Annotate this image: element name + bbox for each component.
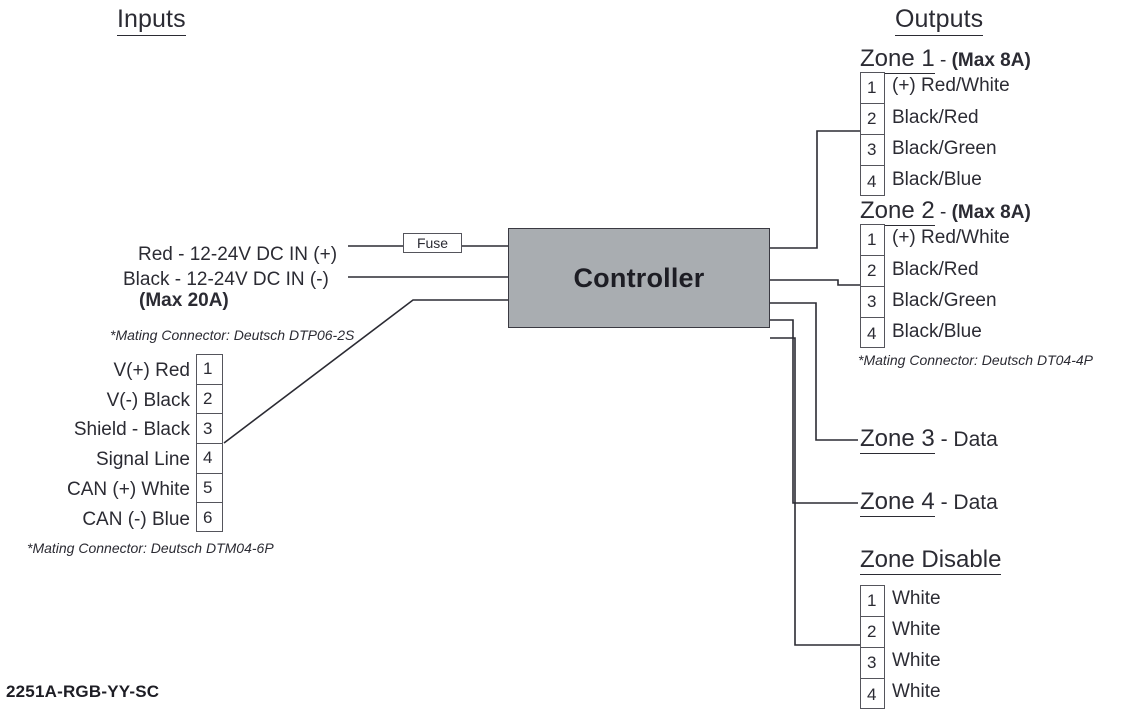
zone2-pin-1-label: (+) Red/White bbox=[892, 227, 1010, 248]
zone2-rating: (Max 8A) bbox=[951, 202, 1031, 223]
zone1-dash: - bbox=[940, 50, 947, 71]
zone3-heading: Zone 3 - Data bbox=[860, 425, 998, 454]
power-max-current-label: (Max 20A) bbox=[139, 290, 229, 311]
pin-cell: 1 bbox=[861, 225, 884, 256]
pin-cell: 1 bbox=[861, 586, 884, 617]
pin-cell: 1 bbox=[861, 73, 884, 104]
zone-disable-name: Zone Disable bbox=[860, 546, 1002, 575]
zone1-pin-block: 1 2 3 4 bbox=[860, 72, 885, 196]
zone1-heading: Zone 1 - (Max 8A) bbox=[860, 45, 1031, 74]
wire-zone-disable bbox=[770, 337, 860, 646]
zone4-dash: - bbox=[940, 491, 948, 514]
zone2-pin-block: 1 2 3 4 bbox=[860, 224, 885, 348]
zone2-pin-2-label: Black/Red bbox=[892, 259, 979, 280]
pin-cell: 4 bbox=[197, 444, 222, 474]
zone2-pin-3-label: Black/Green bbox=[892, 290, 997, 311]
inputs-heading-text: Inputs bbox=[117, 5, 186, 36]
zone1-name: Zone 1 bbox=[860, 45, 935, 74]
wire-zone1 bbox=[770, 130, 860, 249]
controller-label: Controller bbox=[573, 262, 705, 293]
pin-cell: 4 bbox=[867, 171, 877, 191]
controller-box[interactable]: Controller bbox=[508, 228, 770, 328]
zone1-rating: (Max 8A) bbox=[951, 50, 1031, 71]
pin-cell: 2 bbox=[861, 104, 884, 135]
wire-zone4 bbox=[770, 319, 858, 504]
signal-pin-4-label: Signal Line bbox=[95, 449, 190, 470]
zone4-name: Zone 4 bbox=[860, 488, 935, 517]
wire-signal-line bbox=[223, 299, 508, 444]
zone2-name: Zone 2 bbox=[860, 197, 935, 226]
zone3-name: Zone 3 bbox=[860, 425, 935, 454]
signal-pin-2-label: V(-) Black bbox=[106, 390, 190, 411]
zone3-dash: - bbox=[940, 428, 948, 451]
zone-disable-pin-4-label: White bbox=[892, 681, 941, 702]
signal-pin-1-label: V(+) Red bbox=[113, 360, 190, 381]
outputs-heading: Outputs bbox=[895, 5, 984, 36]
pin-cell: 2 bbox=[861, 617, 884, 648]
pin-cell: 2 bbox=[197, 385, 222, 415]
wire-zone2 bbox=[770, 279, 860, 286]
pin-cell: 6 bbox=[203, 508, 213, 528]
zone4-heading: Zone 4 - Data bbox=[860, 488, 998, 517]
pin-cell: 5 bbox=[197, 474, 222, 504]
pin-cell: 3 bbox=[861, 648, 884, 679]
outputs-heading-text: Outputs bbox=[895, 5, 984, 36]
zone2-heading: Zone 2 - (Max 8A) bbox=[860, 197, 1031, 226]
zone1-pin-2-label: Black/Red bbox=[892, 107, 979, 128]
pin-cell: 3 bbox=[197, 414, 222, 444]
zone3-type: Data bbox=[953, 428, 998, 451]
part-number-label: 2251A-RGB-YY-SC bbox=[6, 682, 160, 701]
zone1-pin-3-label: Black/Green bbox=[892, 138, 997, 159]
pin-cell: 1 bbox=[197, 355, 222, 385]
zone-disable-pin-1-label: White bbox=[892, 588, 941, 609]
inputs-heading: Inputs bbox=[117, 5, 186, 36]
zone2-pin-4-label: Black/Blue bbox=[892, 321, 982, 342]
zone-disable-pin-3-label: White bbox=[892, 650, 941, 671]
signal-pin-6-label: CAN (-) Blue bbox=[82, 509, 190, 530]
zone1-pin-4-label: Black/Blue bbox=[892, 169, 982, 190]
pin-cell: 4 bbox=[867, 323, 877, 343]
signal-input-pin-block: 1 2 3 4 5 6 bbox=[196, 354, 223, 532]
fuse-label: Fuse bbox=[416, 235, 449, 251]
zone4-type: Data bbox=[953, 491, 998, 514]
zone2-dash: - bbox=[940, 202, 947, 223]
signal-mating-connector-note: *Mating Connector: Deutsch DTM04-6P bbox=[27, 540, 274, 556]
fuse-box[interactable]: Fuse bbox=[403, 233, 462, 253]
signal-pin-5-label: CAN (+) White bbox=[67, 479, 190, 500]
zone-disable-heading: Zone Disable bbox=[860, 546, 1002, 575]
pin-cell: 2 bbox=[861, 256, 884, 287]
signal-pin-3-label: Shield - Black bbox=[73, 419, 190, 440]
zone2-mating-connector-note: *Mating Connector: Deutsch DT04-4P bbox=[858, 352, 1093, 368]
zone1-pin-1-label: (+) Red/White bbox=[892, 75, 1010, 96]
pin-cell: 3 bbox=[861, 135, 884, 166]
zone-disable-pin-2-label: White bbox=[892, 619, 941, 640]
pin-cell: 4 bbox=[867, 684, 877, 704]
power-mating-connector-note: *Mating Connector: Deutsch DTP06-2S bbox=[110, 327, 355, 343]
power-negative-label: Black - 12-24V DC IN (-) bbox=[123, 269, 329, 290]
wire-zone3 bbox=[770, 302, 858, 441]
pin-cell: 3 bbox=[861, 287, 884, 318]
power-positive-label: Red - 12-24V DC IN (+) bbox=[138, 244, 338, 265]
zone-disable-pin-block: 1 2 3 4 bbox=[860, 585, 885, 709]
